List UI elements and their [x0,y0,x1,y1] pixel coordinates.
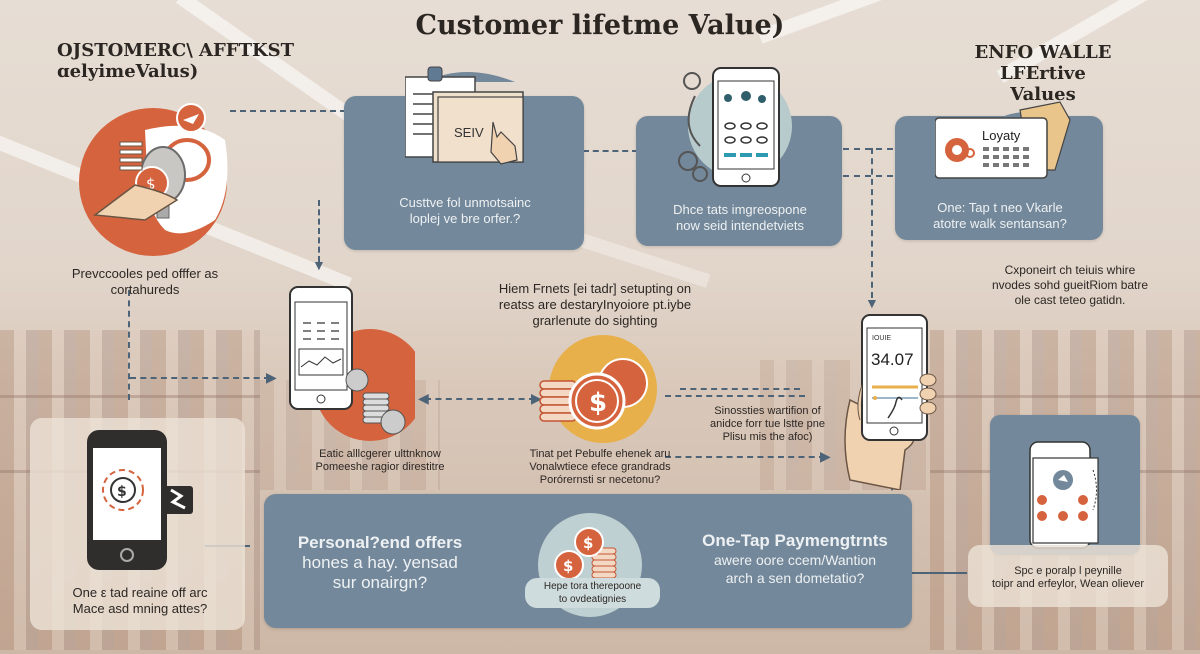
connector [425,398,535,400]
left-circle-illustration: $ $ [75,100,235,260]
right-title-line2: LFErtive Values [1000,63,1086,105]
bottom-panel-left: Personal?end offers hones a hay. yensad … [297,533,463,592]
connector [912,572,967,574]
main-title: Customer lifetme Value) [415,10,785,41]
bottom-left-caption: One ε tad reaine off arc Mace asd mning … [72,585,208,616]
bottom-right-caption: Spc e poralp l peynille toipr and erfeyl… [991,565,1145,590]
coin-stack-label-bg [525,578,660,608]
connector [665,456,825,458]
connector [680,388,800,390]
connector [230,110,346,112]
arrow-right-icon: ▶ [531,390,542,406]
hand-phone-payment-icon [840,310,940,490]
svg-text:$: $ [117,484,127,500]
left-title-line1: OJSTOMERC\ AFFTKST [57,40,294,61]
left-title-line2: ɑelyimeValus) [57,61,199,82]
phone-screen-label: IOUIE [872,335,892,342]
right-caption: Cxponeirt ch teiuis whire nvodes sohd gu… [991,263,1149,307]
right-title-line1: ENFO WALLE [974,42,1112,63]
coin-hand-lightbulb-icon: $ $ [79,103,228,256]
loyalty-card-icon [935,100,1075,190]
connector [843,175,893,177]
connector [871,148,873,298]
left-title: OJSTOMERC\ AFFTKST ɑelyimeValus) [57,40,294,82]
bottom-panel-right: One-Tap Paymengtrnts awere oore ccem/Wan… [702,531,888,586]
panel-receipt-text: Custtve fol unmotsainc loplej ve bre orf… [399,195,531,226]
receipt-label: SEIV [454,125,484,140]
arrow-right-icon: ▶ [266,369,277,385]
connector [318,200,320,262]
arrow-down-icon: ▼ [865,295,879,311]
bottom-panel-center: Hepe tora therepoone to ovdeatignies [543,581,642,605]
phone-dollar-cycle-icon: $ [85,428,195,573]
center-coins-caption: Tinat pet Pebulfe ehenek aru Vonalwtiece… [529,448,671,486]
right-title: ENFO WALLE LFErtive Values [968,42,1118,105]
mobile-app-gears-icon [670,66,805,191]
svg-text:$: $ [563,557,573,575]
phone-coins-caption: Eatic alllcgerer ulttnknow Pomeeshe ragi… [315,448,445,473]
panel-app-text: Dhce tats imgreospone now seid intendetv… [673,202,807,233]
payment-amount: 34.07 [871,350,914,369]
svg-text:$: $ [146,175,156,193]
phone-hand-caption: Sinossties wartifion of anidce forr tue … [710,405,825,443]
connector [583,150,638,152]
mid-caption: Hiem Frnets [ei tadr] setupting on reats… [498,281,692,328]
phone-chart-coins-icon [285,285,415,445]
loyalty-label: Loyaty [982,128,1021,143]
connector [128,290,130,400]
arrow-left-icon: ◀ [418,390,429,406]
svg-text:$: $ [589,388,607,418]
left-circle-caption: Prevccooles ped offfer as cortahureds [71,266,219,297]
svg-text:$: $ [583,534,593,552]
arrow-right-icon: ▶ [820,448,831,464]
panel-loyalty-text: One: Tap t neo Vkarle atotre walk sentan… [933,200,1067,231]
phone-tomato-list-icon [1028,440,1118,550]
connector [843,148,893,150]
arrow-down-icon: ▼ [312,257,326,273]
receipt-tap-icon [405,62,535,172]
connector [130,377,270,379]
dollar-coins-icon: $ [535,335,670,445]
connector [665,395,805,397]
bottom-right-caption-bg [968,545,1168,607]
